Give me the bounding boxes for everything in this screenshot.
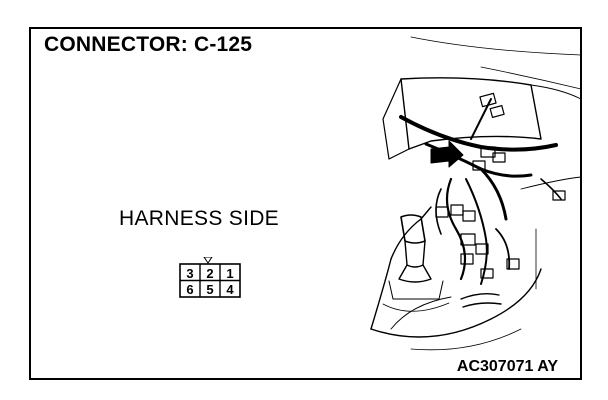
connector-face-icon: 3 2 1 6 5 4 [179, 257, 241, 298]
connector-pinout: 3 2 1 6 5 4 [178, 257, 242, 299]
pin-label: 3 [186, 266, 193, 281]
diagram-frame: CONNECTOR: C-125 HARNESS SIDE 3 2 1 6 5 … [29, 27, 582, 380]
pin-label: 5 [206, 282, 213, 297]
figure-code: AC307071 AY [456, 358, 558, 375]
pin-label: 1 [226, 266, 233, 281]
harness-location-illustration [331, 29, 582, 364]
connector-key-marker [203, 257, 213, 264]
pin-label: 4 [226, 282, 234, 297]
harness-side-label: HARNESS SIDE [119, 207, 279, 230]
connector-title: CONNECTOR: C-125 [44, 33, 253, 56]
pin-label: 2 [206, 266, 213, 281]
pin-label: 6 [186, 282, 193, 297]
